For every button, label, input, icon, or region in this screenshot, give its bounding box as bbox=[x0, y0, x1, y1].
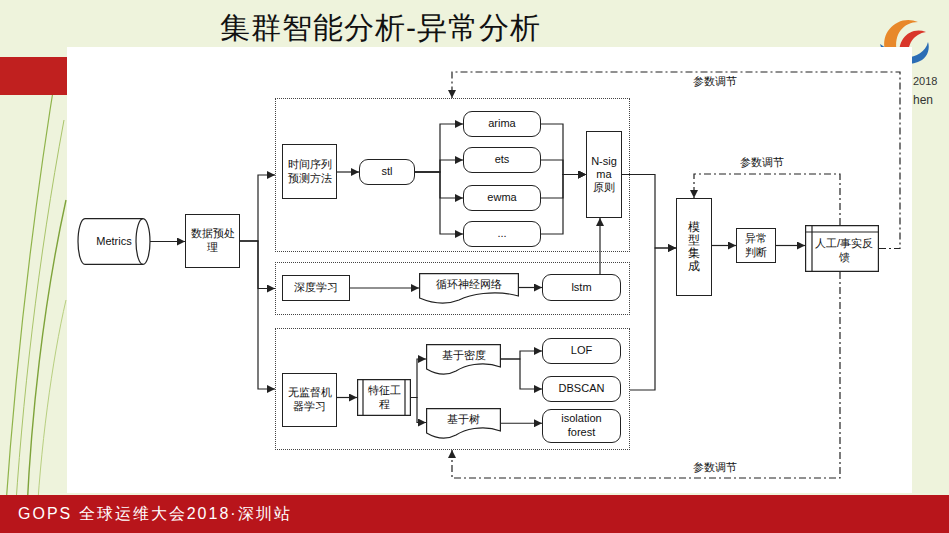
flow-connector bbox=[150, 241, 185, 242]
document-box: 循环神经网络 bbox=[419, 273, 519, 303]
flow-connector bbox=[415, 160, 463, 172]
edge-label: 参数调节 bbox=[691, 74, 739, 89]
outline-stroke bbox=[420, 274, 519, 303]
flow-connector bbox=[501, 423, 542, 424]
logo-text: hen bbox=[913, 93, 933, 107]
node-text: LOF bbox=[571, 344, 592, 358]
method-box: ewma bbox=[463, 185, 541, 211]
node-text: N-sigma原则 bbox=[591, 155, 617, 195]
flow-connector bbox=[519, 287, 542, 288]
node-text: isolation forest bbox=[547, 412, 616, 440]
outline-stroke bbox=[806, 226, 879, 272]
node-text: ets bbox=[495, 153, 510, 167]
node-text: 基于密度 bbox=[442, 349, 486, 363]
method-box: LOF bbox=[542, 338, 621, 364]
method-box: ... bbox=[463, 221, 541, 247]
node-text: 基于树 bbox=[447, 413, 480, 427]
footer-text: GOPS 全球运维大会2018·深圳站 bbox=[18, 504, 292, 525]
process-box: 异常判断 bbox=[736, 228, 776, 263]
node-text: arima bbox=[488, 117, 516, 131]
node-text: DBSCAN bbox=[559, 382, 605, 396]
flow-connector bbox=[599, 218, 600, 274]
flow-connector bbox=[622, 175, 676, 249]
flow-connector bbox=[415, 124, 463, 172]
flow-connector bbox=[415, 172, 463, 234]
node-text: ... bbox=[497, 227, 506, 241]
method-box: stl bbox=[359, 159, 415, 185]
flow-connector bbox=[541, 124, 586, 175]
outline-stroke bbox=[358, 380, 411, 416]
group-region: 深度学习 循环神经网络 lstm bbox=[275, 262, 630, 315]
flow-connector bbox=[776, 245, 805, 246]
slide-title: 集群智能分析-异常分析 bbox=[220, 8, 541, 49]
flow-connector bbox=[541, 175, 586, 235]
node-text: stl bbox=[382, 165, 393, 179]
method-box: isolation forest bbox=[542, 409, 621, 443]
process-box: 无监督机器学习 bbox=[282, 373, 337, 427]
process-box: N-sigma原则 bbox=[586, 131, 622, 218]
node-text: Metrics bbox=[96, 235, 131, 249]
flow-connector bbox=[337, 171, 359, 172]
document-box: 基于树 bbox=[426, 408, 501, 438]
node-text: 异常判断 bbox=[741, 232, 771, 260]
flow-connector bbox=[411, 398, 426, 423]
flow-connector bbox=[630, 248, 676, 390]
outline-stroke bbox=[427, 345, 501, 374]
node-text: lstm bbox=[571, 281, 591, 295]
method-box: arima bbox=[463, 111, 541, 137]
flow-connector bbox=[712, 245, 736, 246]
flow-connector bbox=[501, 359, 542, 389]
feedback-connector bbox=[694, 174, 840, 225]
node-text: 模型集成 bbox=[688, 221, 700, 274]
flow-connector bbox=[411, 359, 426, 398]
outline-stroke bbox=[136, 219, 143, 265]
node-text: 深度学习 bbox=[294, 281, 338, 295]
process-box: 时间序列预测方法 bbox=[282, 144, 337, 199]
flow-connector bbox=[350, 287, 419, 288]
data-store-cylinder: Metrics bbox=[78, 218, 150, 265]
outline-stroke bbox=[363, 380, 405, 416]
outline-stroke bbox=[806, 226, 879, 272]
feedback-connector bbox=[452, 272, 840, 478]
flow-connector bbox=[501, 351, 542, 359]
flow-connector bbox=[240, 241, 275, 389]
node-text: 循环神经网络 bbox=[436, 278, 502, 292]
node-text: 数据预处理 bbox=[190, 227, 235, 255]
outline-stroke bbox=[427, 408, 501, 437]
predefined-process-box: 特征工程 bbox=[357, 379, 411, 416]
group-region: 无监督机器学习 特征工程 基于密度 LOF DBSCAN 基于树 isolation for… bbox=[275, 328, 630, 450]
node-text: 特征工程 bbox=[364, 384, 404, 412]
edge-label: 参数调节 bbox=[738, 155, 786, 170]
node-text: 无监督机器学习 bbox=[287, 386, 332, 414]
logo-year: 2018 bbox=[913, 75, 937, 87]
node-text: 人工/事实反馈 bbox=[811, 237, 877, 265]
process-box: 模型集成 bbox=[676, 198, 712, 296]
flow-connector bbox=[240, 175, 275, 241]
flow-connector bbox=[541, 160, 586, 175]
method-box: DBSCAN bbox=[542, 376, 621, 402]
feedback-box: 人工/事实反馈 bbox=[805, 225, 879, 272]
process-box: 数据预处理 bbox=[185, 214, 240, 268]
method-box: ets bbox=[463, 147, 541, 173]
node-text: 时间序列预测方法 bbox=[287, 158, 332, 186]
flow-connector bbox=[337, 397, 357, 398]
process-box: 深度学习 bbox=[282, 275, 350, 301]
group-region: 时间序列预测方法 stl arima ets ewma... N-sigma原则 bbox=[275, 98, 630, 252]
outline-stroke bbox=[78, 219, 150, 265]
flow-connector bbox=[415, 172, 463, 198]
document-box: 基于密度 bbox=[426, 344, 501, 374]
method-box: lstm bbox=[542, 274, 621, 301]
edge-label: 参数调节 bbox=[691, 460, 739, 475]
node-text: ewma bbox=[487, 191, 516, 205]
